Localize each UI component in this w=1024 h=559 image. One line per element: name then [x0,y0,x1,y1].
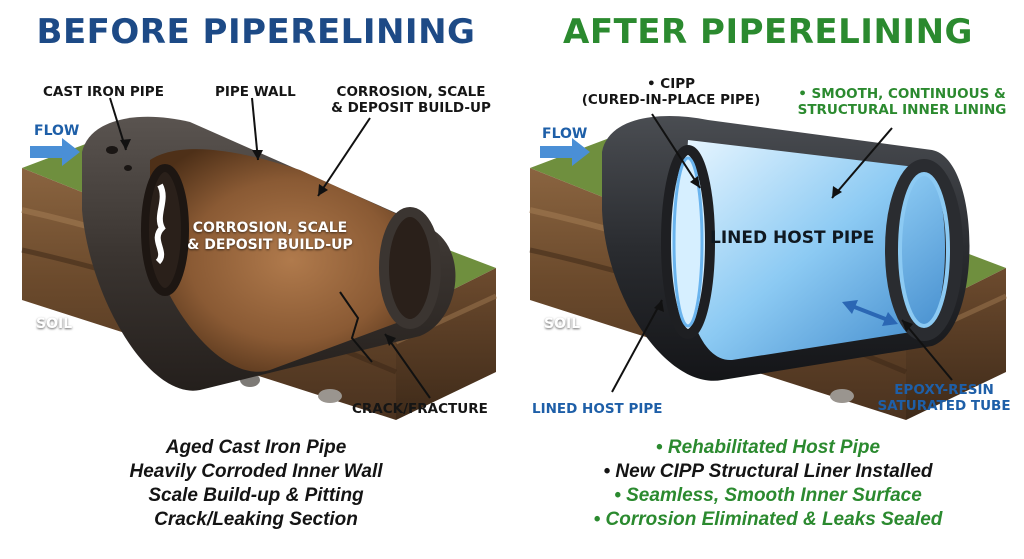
flow-arrow [540,138,590,166]
label-corrosion-top-line2: & DEPOSIT BUILD-UP [331,100,491,116]
after-title: AFTER PIPERELINING [563,12,973,52]
label-smooth-lining: • SMOOTH, CONTINUOUS & STRUCTURAL INNER … [792,86,1012,118]
after-summary-list: • Rehabilitated Host Pipe • New CIPP Str… [512,436,1024,532]
corroded-pipe [82,116,456,391]
before-panel: BEFORE PIPERELINING [0,12,512,532]
before-summary-item: Scale Build-up & Pitting [148,485,364,506]
leader-lines [611,113,953,393]
after-summary-item: • Seamless, Smooth Inner Surface [614,485,922,506]
label-cast-iron-pipe: CAST IRON PIPE [43,84,164,100]
label-corrosion-inside: CORROSION, SCALE & DEPOSIT BUILD-UP [180,220,360,254]
before-summary-item: Aged Cast Iron Pipe [165,437,347,458]
label-epoxy-line2: SATURATED TUBE [877,398,1011,414]
after-summary-item: • Rehabilitated Host Pipe [655,437,881,458]
after-summary-item: • Corrosion Eliminated & Leaks Sealed [593,509,943,530]
label-soil: SOIL [544,316,581,332]
before-illustration [21,97,498,420]
label-smooth-line1: • SMOOTH, CONTINUOUS & [798,86,1006,102]
label-cipp: • CIPP (CURED-IN-PLACE PIPE) [576,76,766,108]
label-crack-fracture: CRACK/FRACTURE [352,401,488,417]
label-soil: SOIL [36,316,73,332]
label-corrosion-inside-line1: CORROSION, SCALE [192,220,348,236]
label-lined-host-pipe-inside: LINED HOST PIPE [710,228,875,248]
label-cipp-line2: (CURED-IN-PLACE PIPE) [581,92,761,108]
before-summary-item: Crack/Leaking Section [154,509,358,530]
before-summary-list: Aged Cast Iron Pipe Heavily Corroded Inn… [0,436,512,532]
label-corrosion-top: CORROSION, SCALE & DEPOSIT BUILD-UP [326,84,496,116]
after-summary-item: • New CIPP Structural Liner Installed [603,461,933,482]
label-epoxy-line1: EPOXY-RESIN [894,382,994,398]
flow-arrow [30,138,80,166]
label-smooth-line2: STRUCTURAL INNER LINING [797,102,1007,118]
after-panel: AFTER PIPERELINING [512,0,1024,559]
leader-arrowheads [120,139,396,346]
after-illustration [529,113,1008,420]
label-flow: FLOW [542,126,588,142]
thickness-double-arrow [842,300,898,326]
label-pipe-wall: PIPE WALL [215,84,296,100]
label-epoxy-resin: EPOXY-RESIN SATURATED TUBE [872,382,1016,414]
before-summary-item: Heavily Corroded Inner Wall [129,461,383,482]
label-lined-host-pipe: LINED HOST PIPE [532,401,663,417]
leader-arrowheads [654,176,913,332]
label-flow: FLOW [34,123,80,139]
before-title: BEFORE PIPERELINING [36,12,476,52]
label-corrosion-top-line1: CORROSION, SCALE [336,84,486,100]
label-corrosion-inside-line2: & DEPOSIT BUILD-UP [187,237,353,253]
label-cipp-line1: • CIPP [646,76,696,92]
lined-pipe [602,115,970,381]
